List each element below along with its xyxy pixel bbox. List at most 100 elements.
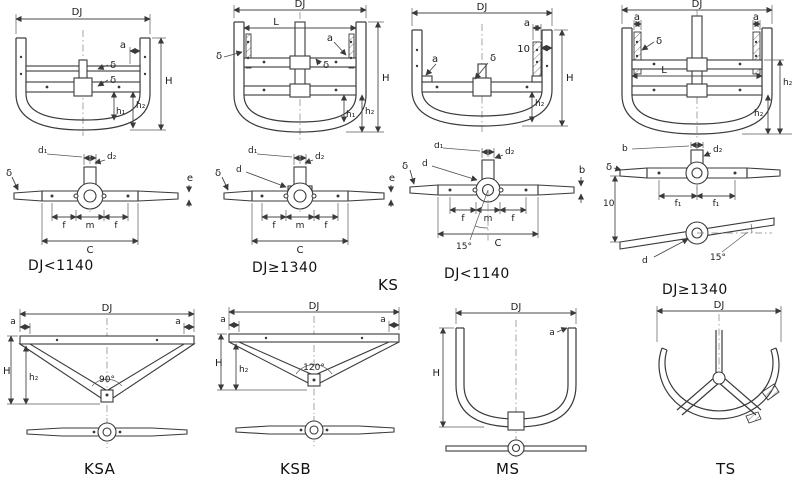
ks-front-view-small: DJ a δ δ H h₂ h₁ [15,7,173,136]
dim-label-h2: h₂ [535,99,545,109]
dim-label-e: e [187,173,193,184]
ksa-views: a a DJ 90° H h₂ [3,303,196,448]
dim-label-h2: h₂ [239,365,249,375]
dim-label-delta: δ [110,75,116,86]
dim-label-a: a [634,12,640,23]
dimension-lines [409,147,585,242]
dim-label-h: H [432,368,440,379]
dim-label-dj: DJ [477,2,488,13]
ms-side-outline [445,439,587,457]
dim-label-b: b [579,165,585,176]
dim-label-a: a [220,315,226,325]
ksb-front-outline [228,316,400,414]
dim-label-h1: h₁ [116,107,126,117]
dim-label-a: a [380,315,386,325]
dimension-labels: d₁ d₂ e δ f m f C [6,146,193,256]
dim-label-dj: DJ [309,302,320,312]
dimension-lines [610,141,772,258]
dimension-labels: b d₂ δ f₁ f₁ 10 d 15° [603,144,726,266]
caption-ms: MS [496,460,520,478]
dimension-labels: DJ L a δ δ H h₂ h₁ [216,0,390,120]
dim-label-dj: DJ [295,0,306,10]
dim-label-120deg: 120° [303,363,325,373]
ks-front-view-small-2: DJ a 10 a δ H h₂ [411,2,574,132]
dimension-lines [621,5,792,135]
dim-label-f: f [324,221,328,231]
dim-label-delta: δ [490,53,496,64]
dim-label-delta: δ [402,161,408,172]
ks-section-small-2: d₁ d d₂ δ b f m f C 15° [402,142,585,252]
dim-label-a: a [524,18,530,29]
dim-label-a: a [10,317,16,327]
dim-label-dj: DJ [714,300,725,311]
dim-label-f: f [114,221,118,231]
dim-label-delta: δ [6,168,12,179]
dim-label-f1: f₁ [675,199,682,209]
dim-label-l: L [273,17,279,28]
dim-label-h2: h₂ [754,109,764,119]
dim-label-h2: h₂ [29,373,39,383]
dimension-lines [221,153,395,245]
dim-label-m: m [86,221,95,231]
dim-label-d2: d₂ [107,152,117,162]
dimension-labels: a a DJ 90° H h₂ [3,303,181,385]
anchor-outline [233,12,367,140]
dim-label-15deg: 15° [710,253,726,263]
caption-range-large-2: DJ≥1340 [662,282,728,298]
lower-blade-outline [619,217,775,250]
ks-section-large: d₁ d d₂ δ e f m f C [215,146,395,256]
dimension-labels: DJ a a 120° H h₂ [215,302,386,375]
caption-ks: KS [378,276,399,294]
dim-label-h1: h₁ [346,110,356,120]
ks-section-small: d₁ d₂ e δ f m f C [6,146,193,256]
blade-outline [409,150,575,206]
ks-front-view-large: DJ L a δ δ H h₂ h₁ [216,0,390,140]
dim-label-m: m [484,214,493,224]
ksb-side-outline [235,416,395,446]
ksa-side-outline [26,418,188,448]
ms-views: DJ a H [432,302,587,458]
dim-label-d1: d₁ [38,146,48,156]
dimension-labels: DJ a δ δ H h₂ h₁ [72,7,173,117]
ts-outline [658,314,780,424]
anchor-outline [15,30,151,136]
dim-label-15deg: 15° [456,242,472,252]
ksa-front-outline [18,318,196,416]
dim-label-h2: h₂ [783,78,793,88]
dim-label-h: H [566,73,574,84]
dim-label-a: a [432,54,438,65]
dim-label-l: L [661,65,667,76]
dimension-lines [223,5,384,133]
dimension-lines [656,306,782,342]
dim-label-d1: d₁ [434,142,444,151]
ms-frame-outline [455,320,577,458]
dim-label-h2: h₂ [365,107,375,117]
dim-label-e: e [389,173,395,184]
dim-label-c: C [297,245,304,256]
anchor-outline [411,24,553,132]
dim-label-dj: DJ [102,303,113,314]
caption-range-small-2: DJ<1140 [444,266,510,282]
dim-label-90deg: 90° [99,375,115,385]
dim-label-a: a [549,328,555,338]
dimension-lines [439,308,577,428]
dimension-lines [7,309,195,405]
dimension-labels: DJ a H [432,302,554,379]
dim-label-f: f [62,221,66,231]
dim-label-delta: δ [323,60,329,71]
dim-label-f: f [511,214,515,224]
dim-label-delta: δ [215,168,221,179]
ksb-views: DJ a a 120° H h₂ [215,302,400,446]
dim-label-a: a [327,33,333,44]
dim-label-h: H [382,73,390,84]
dim-label-delta: δ [656,36,662,47]
dimension-labels: DJ a 10 a δ H h₂ [432,2,574,109]
dim-label-h: H [215,358,223,369]
dim-label-m: m [296,221,305,231]
dim-label-a: a [175,317,181,327]
caption-range-large-1: DJ≥1340 [252,260,318,276]
dim-label-ten: 10 [517,44,530,55]
dim-label-dj: DJ [692,0,703,10]
dim-label-f1: f₁ [713,199,720,209]
